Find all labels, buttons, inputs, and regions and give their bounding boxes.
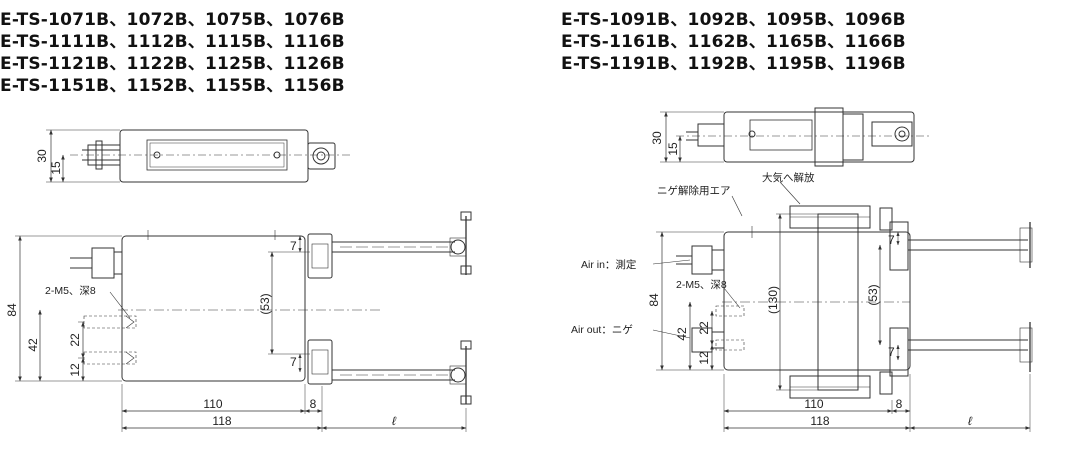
- model-line: E-TS-1151B、1152B、1155B、1156B: [0, 76, 345, 96]
- model-line: E-TS-1161B、1162B、1165B、1166B: [561, 32, 906, 52]
- model-line: E-TS-1191B、1192B、1195B、1196B: [561, 54, 906, 74]
- label-air-in: Air in：測定: [581, 258, 637, 271]
- dim-12: 12: [697, 351, 711, 365]
- dim-22: 22: [697, 321, 711, 335]
- model-line: E-TS-1111B、1112B、1115B、1116B: [0, 32, 345, 52]
- hole-callout: 2-M5、深8: [676, 279, 727, 291]
- left-drawing: [15, 129, 472, 432]
- dim-7-bottom: 7: [888, 345, 895, 359]
- dim-30: 30: [650, 131, 664, 145]
- dim-15: 15: [666, 142, 680, 156]
- left-dimension-labels: 30 15 84 42 22 12 2-M5、深8 (53) 7 7 110 8…: [5, 149, 397, 428]
- dim-15: 15: [49, 161, 63, 175]
- left-top-view: [46, 129, 350, 183]
- dim-12: 12: [68, 363, 82, 377]
- right-front-view: [652, 181, 1033, 432]
- dim-118: 118: [810, 414, 829, 428]
- model-list-right: E-TS-1091B、1092B、1095B、1096B E-TS-1161B、…: [561, 9, 906, 75]
- label-purge-air: ニゲ解除用エア: [657, 184, 731, 197]
- dim-22: 22: [68, 333, 82, 347]
- model-line: E-TS-1121B、1122B、1125B、1126B: [0, 54, 345, 74]
- dim-53: (53): [866, 284, 880, 305]
- dim-42: 42: [675, 327, 689, 341]
- right-dimension-labels: 30 15 84 42 22 12 2-M5、深8 (130) (53) 7 7…: [571, 131, 973, 428]
- left-front-view: [15, 211, 472, 432]
- dim-118: 118: [212, 414, 231, 428]
- model-line: E-TS-1071B、1072B、1075B、1076B: [0, 10, 345, 30]
- label-air-release: 大気へ解放: [762, 171, 815, 184]
- dim-8: 8: [310, 397, 317, 411]
- dim-7-top: 7: [888, 233, 895, 247]
- dim-110: 110: [804, 397, 823, 411]
- hole-callout: 2-M5、深8: [45, 285, 96, 297]
- right-drawing: [652, 107, 1033, 432]
- dim-84: 84: [5, 303, 19, 317]
- dim-8: 8: [896, 397, 903, 411]
- dim-53: (53): [258, 293, 272, 314]
- dim-stroke: ℓ: [968, 414, 973, 428]
- dim-42: 42: [26, 338, 40, 352]
- dim-130: (130): [766, 286, 780, 314]
- dim-7-top: 7: [290, 239, 297, 253]
- dim-7-bottom: 7: [290, 355, 297, 369]
- dim-stroke: ℓ: [392, 414, 397, 428]
- model-line: E-TS-1091B、1092B、1095B、1096B: [561, 10, 906, 30]
- right-top-view: [660, 107, 930, 167]
- dim-110: 110: [203, 397, 222, 411]
- model-list-left: E-TS-1071B、1072B、1075B、1076B E-TS-1111B、…: [0, 9, 345, 97]
- dim-30: 30: [35, 149, 49, 163]
- label-air-out: Air out：ニゲ: [571, 324, 633, 336]
- dim-84: 84: [647, 293, 661, 307]
